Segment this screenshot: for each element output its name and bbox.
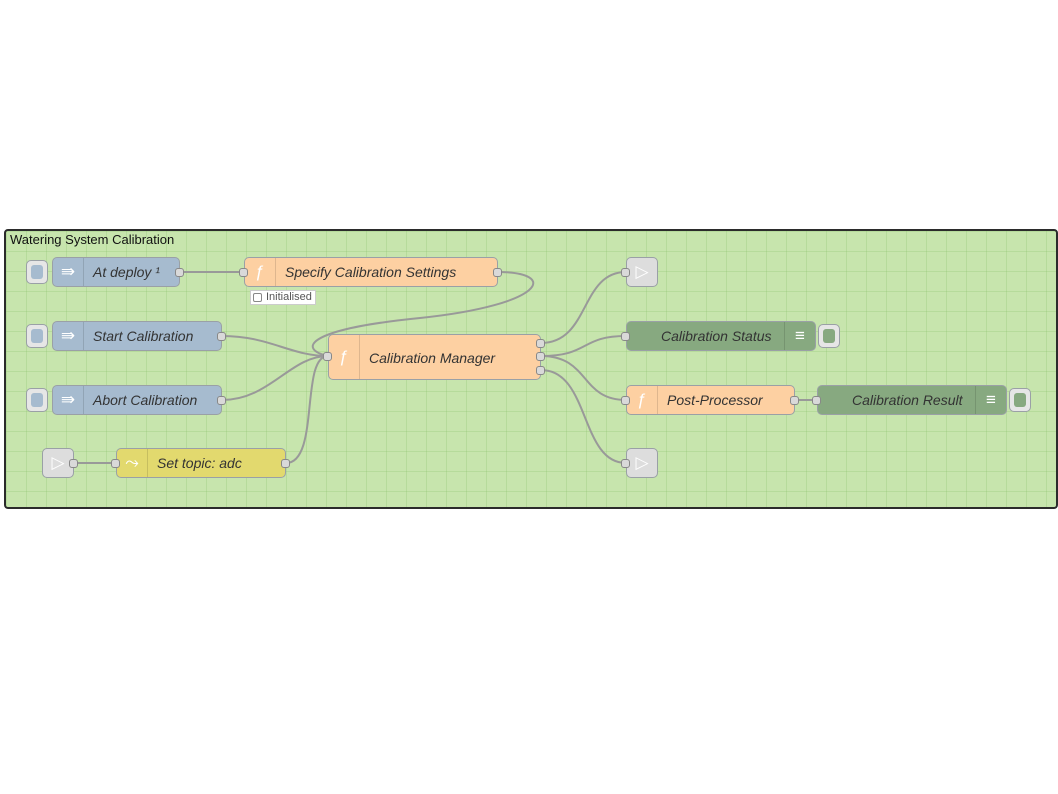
input-port[interactable]	[621, 396, 630, 405]
wire	[285, 355, 329, 464]
node-start-calibration[interactable]: ⇛ Start Calibration	[52, 321, 222, 351]
debug-toggle-button[interactable]	[1009, 388, 1031, 412]
node-link-in[interactable]: ▷	[42, 448, 74, 478]
function-icon: ƒ	[329, 335, 360, 379]
function-icon: ƒ	[245, 258, 276, 286]
node-label: Calibration Status	[661, 328, 772, 344]
output-port[interactable]	[217, 396, 226, 405]
input-port[interactable]	[621, 332, 630, 341]
group-label: Watering System Calibration	[10, 232, 175, 247]
list-icon: ≡	[975, 386, 1006, 414]
output-port[interactable]	[281, 459, 290, 468]
output-port-1[interactable]	[536, 339, 545, 348]
wire	[540, 369, 627, 464]
link-in-icon: ▷	[51, 453, 65, 472]
wire	[540, 335, 627, 357]
list-icon: ≡	[784, 322, 815, 350]
node-label: Calibration Manager	[369, 350, 496, 366]
node-label: At deploy ¹	[93, 264, 160, 280]
link-out-icon: ▷	[635, 262, 649, 281]
node-link-out[interactable]: ▷	[626, 257, 658, 287]
wire	[311, 271, 535, 357]
output-port[interactable]	[69, 459, 78, 468]
node-label: Calibration Result	[852, 392, 963, 408]
node-label: Start Calibration	[93, 328, 194, 344]
output-port[interactable]	[217, 332, 226, 341]
inject-button[interactable]	[26, 324, 48, 348]
node-label: Abort Calibration	[93, 392, 198, 408]
node-calibration-result[interactable]: Calibration Result ≡	[817, 385, 1007, 415]
output-port-2[interactable]	[536, 352, 545, 361]
input-port[interactable]	[323, 352, 332, 361]
shuffle-icon: ⤳	[117, 449, 148, 477]
node-label: Specify Calibration Settings	[285, 264, 457, 280]
arrow-in-icon: ⇛	[53, 386, 84, 414]
debug-toggle-button[interactable]	[818, 324, 840, 348]
node-at-deploy[interactable]: ⇛ At deploy ¹	[52, 257, 180, 287]
node-set-topic[interactable]: ⤳ Set topic: adc	[116, 448, 286, 478]
node-label: Set topic: adc	[157, 455, 242, 471]
function-icon: ƒ	[627, 386, 658, 414]
output-port-3[interactable]	[536, 366, 545, 375]
status-dot-icon	[253, 292, 262, 302]
node-calibration-status[interactable]: Calibration Status ≡	[626, 321, 816, 351]
wire	[221, 335, 329, 357]
node-label: Post-Processor	[667, 392, 763, 408]
node-post-processor[interactable]: ƒ Post-Processor	[626, 385, 795, 415]
node-status: Initialised	[250, 290, 316, 305]
node-abort-calibration[interactable]: ⇛ Abort Calibration	[52, 385, 222, 415]
inject-button[interactable]	[26, 388, 48, 412]
input-port[interactable]	[111, 459, 120, 468]
wire	[540, 271, 627, 344]
wire	[540, 355, 627, 401]
arrow-in-icon: ⇛	[53, 322, 84, 350]
input-port[interactable]	[621, 268, 630, 277]
output-port[interactable]	[175, 268, 184, 277]
status-text: Initialised	[266, 291, 312, 303]
node-link-out[interactable]: ▷	[626, 448, 658, 478]
arrow-in-icon: ⇛	[53, 258, 84, 286]
wire	[221, 355, 329, 401]
input-port[interactable]	[239, 268, 248, 277]
input-port[interactable]	[812, 396, 821, 405]
node-calibration-manager[interactable]: ƒ Calibration Manager	[328, 334, 541, 380]
output-port[interactable]	[493, 268, 502, 277]
link-out-icon: ▷	[635, 453, 649, 472]
inject-button[interactable]	[26, 260, 48, 284]
input-port[interactable]	[621, 459, 630, 468]
node-specify-settings[interactable]: ƒ Specify Calibration Settings	[244, 257, 498, 287]
output-port[interactable]	[790, 396, 799, 405]
